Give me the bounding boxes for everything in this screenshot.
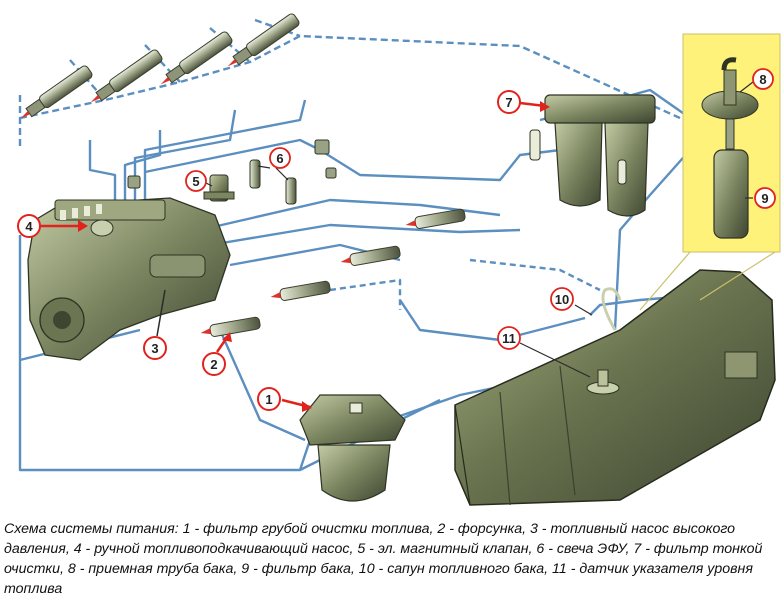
callout-11: 11 (497, 326, 591, 378)
supply-line-a (144, 138, 561, 182)
injector-mid-1 (200, 316, 261, 337)
supply-line-c (209, 223, 521, 247)
callout-3: 3 (143, 289, 167, 360)
injector-top-2 (90, 49, 163, 103)
callout-8-number: 8 (759, 72, 766, 87)
callout-11-number: 11 (502, 331, 516, 346)
callout-6: 6 (257, 147, 291, 181)
injector-top-4 (227, 13, 300, 67)
callout-3-number: 3 (151, 341, 158, 356)
diagram-caption: Схема системы питания: 1 - фильтр грубой… (4, 521, 763, 597)
callout-6-number: 6 (276, 151, 283, 166)
callout-10-number: 10 (555, 292, 569, 307)
callout-5-number: 5 (192, 174, 199, 189)
injector-top-3 (160, 31, 233, 85)
coarse-filter (299, 394, 406, 502)
callouts: 1 2 3 4 5 6 (17, 68, 776, 412)
callout-9: 9 (745, 187, 776, 209)
dashed-line-right (469, 258, 601, 292)
callout-4: 4 (17, 214, 88, 238)
callout-5: 5 (185, 170, 213, 192)
callout-4-number: 4 (25, 219, 33, 234)
filter-to-pump (218, 329, 306, 442)
high-pressure-pump (27, 197, 231, 361)
fuel-system-diagram: 1 2 3 4 5 6 (17, 13, 781, 506)
dashed-line-mid (329, 278, 402, 310)
fuel-tank (454, 269, 776, 506)
callout-7-number: 7 (505, 95, 512, 110)
injectors-middle (200, 208, 466, 337)
hp-line-2 (123, 130, 162, 205)
callout-7: 7 (497, 90, 550, 114)
return-line-top (18, 34, 681, 150)
callout-1-number: 1 (265, 392, 272, 407)
injector-mid-2 (270, 280, 331, 301)
tank-filter-part (713, 149, 749, 239)
callout-1: 1 (257, 387, 312, 412)
injector-top-1 (20, 65, 93, 119)
tank-intake-pipe-part (701, 57, 759, 150)
callout-10: 10 (550, 287, 593, 316)
solenoid-valve (203, 174, 235, 202)
callout-8: 8 (739, 68, 774, 93)
hp-line-1 (88, 140, 117, 205)
injector-mid-3 (340, 245, 401, 266)
callout-2: 2 (202, 332, 232, 376)
hp-line-4 (143, 99, 307, 205)
callout-9-number: 9 (761, 191, 768, 206)
callout-2-number: 2 (210, 357, 217, 372)
injector-mid-4 (405, 208, 466, 229)
efu-glow-plug (249, 159, 297, 205)
injectors-top (20, 13, 300, 119)
tee-fittings (127, 139, 337, 189)
fine-filter (529, 94, 656, 217)
